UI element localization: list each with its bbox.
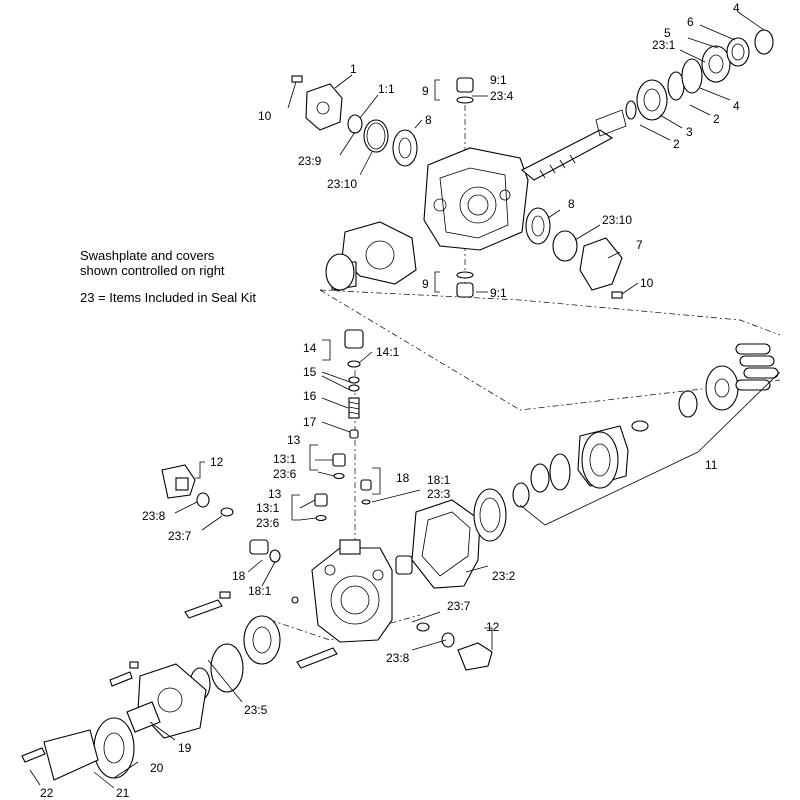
- front-cover-assembly: [21, 615, 281, 781]
- callout-13-a: 13: [287, 433, 301, 447]
- callout-18-b: 18: [232, 569, 246, 583]
- note-line-1: Swashplate and covers: [80, 248, 215, 263]
- callout-9-1-b: 9:1: [490, 286, 507, 300]
- callout-9-1-a: 9:1: [490, 73, 507, 87]
- callout-9-a: 9: [422, 84, 429, 98]
- callout-18-1-a: 18:1: [427, 473, 451, 487]
- callout-18-1-b: 18:1: [248, 584, 272, 598]
- callout-23-8-b: 23:8: [386, 651, 410, 665]
- gasket-assembly: [395, 488, 507, 589]
- callout-23-5: 23:5: [244, 703, 268, 717]
- leader-lines: [29, 11, 781, 789]
- callout-23-4: 23:4: [490, 89, 514, 103]
- callout-8-b: 8: [568, 197, 575, 211]
- lower-housing: [184, 539, 393, 669]
- plug-group: [314, 453, 372, 522]
- callout-8-a: 8: [425, 113, 432, 127]
- callout-21: 21: [116, 786, 130, 800]
- callout-labels: 4 6 5 23:1 4 2 3 2 1 1:1 10 9 9:1 23:4 8…: [40, 1, 740, 800]
- callout-12-a: 12: [210, 455, 224, 469]
- callout-23-7-a: 23:7: [168, 529, 192, 543]
- callout-1: 1: [350, 62, 357, 76]
- callout-4-top: 4: [733, 1, 740, 15]
- callout-12-b: 12: [486, 620, 500, 634]
- callout-23-6-b: 23:6: [256, 516, 280, 530]
- callout-4-b: 4: [733, 99, 740, 113]
- note-line-2: shown controlled on right: [80, 263, 225, 278]
- callout-2-b: 2: [673, 137, 680, 151]
- callout-13-b: 13: [268, 487, 282, 501]
- rotating-group: [512, 343, 779, 508]
- callout-23-6-a: 23:6: [273, 467, 297, 481]
- callout-13-1-b: 13:1: [256, 501, 280, 515]
- note-seal-kit: 23 = Items Included in Seal Kit: [80, 290, 256, 305]
- callout-19: 19: [178, 741, 192, 755]
- callout-23-2: 23:2: [492, 569, 516, 583]
- callout-15: 15: [303, 365, 317, 379]
- callout-20: 20: [150, 761, 164, 775]
- callout-17: 17: [303, 415, 317, 429]
- callout-14-1: 14:1: [376, 345, 400, 359]
- callout-23-10-b: 23:10: [602, 213, 632, 227]
- callout-2-a: 2: [713, 112, 720, 126]
- callout-11: 11: [705, 458, 718, 472]
- callout-9-b: 9: [422, 277, 429, 291]
- callout-16: 16: [303, 389, 317, 403]
- callout-10-a: 10: [258, 109, 272, 123]
- piston-set: [735, 343, 779, 391]
- upper-housing-assembly: [291, 29, 774, 299]
- diagram-notes: Swashplate and covers shown controlled o…: [80, 248, 256, 305]
- callout-23-7-b: 23:7: [447, 599, 471, 613]
- callout-10-b: 10: [640, 276, 654, 290]
- check-valve-left: [161, 464, 234, 517]
- callout-6: 6: [687, 15, 694, 29]
- callout-22: 22: [40, 786, 54, 800]
- check-valve-right: [416, 622, 493, 671]
- callout-23-1: 23:1: [652, 38, 676, 52]
- callout-5: 5: [664, 26, 671, 40]
- callout-3: 3: [686, 125, 693, 139]
- callout-18-a: 18: [396, 471, 410, 485]
- callout-23-3: 23:3: [427, 487, 451, 501]
- callout-23-10-a: 23:10: [327, 177, 357, 191]
- callout-23-8-a: 23:8: [142, 509, 166, 523]
- relief-valve-stack: [344, 329, 364, 439]
- callout-23-9: 23:9: [298, 154, 322, 168]
- callout-13-1-a: 13:1: [273, 452, 297, 466]
- callout-1-1: 1:1: [378, 82, 395, 96]
- callout-7: 7: [636, 238, 643, 252]
- callout-14: 14: [303, 341, 317, 355]
